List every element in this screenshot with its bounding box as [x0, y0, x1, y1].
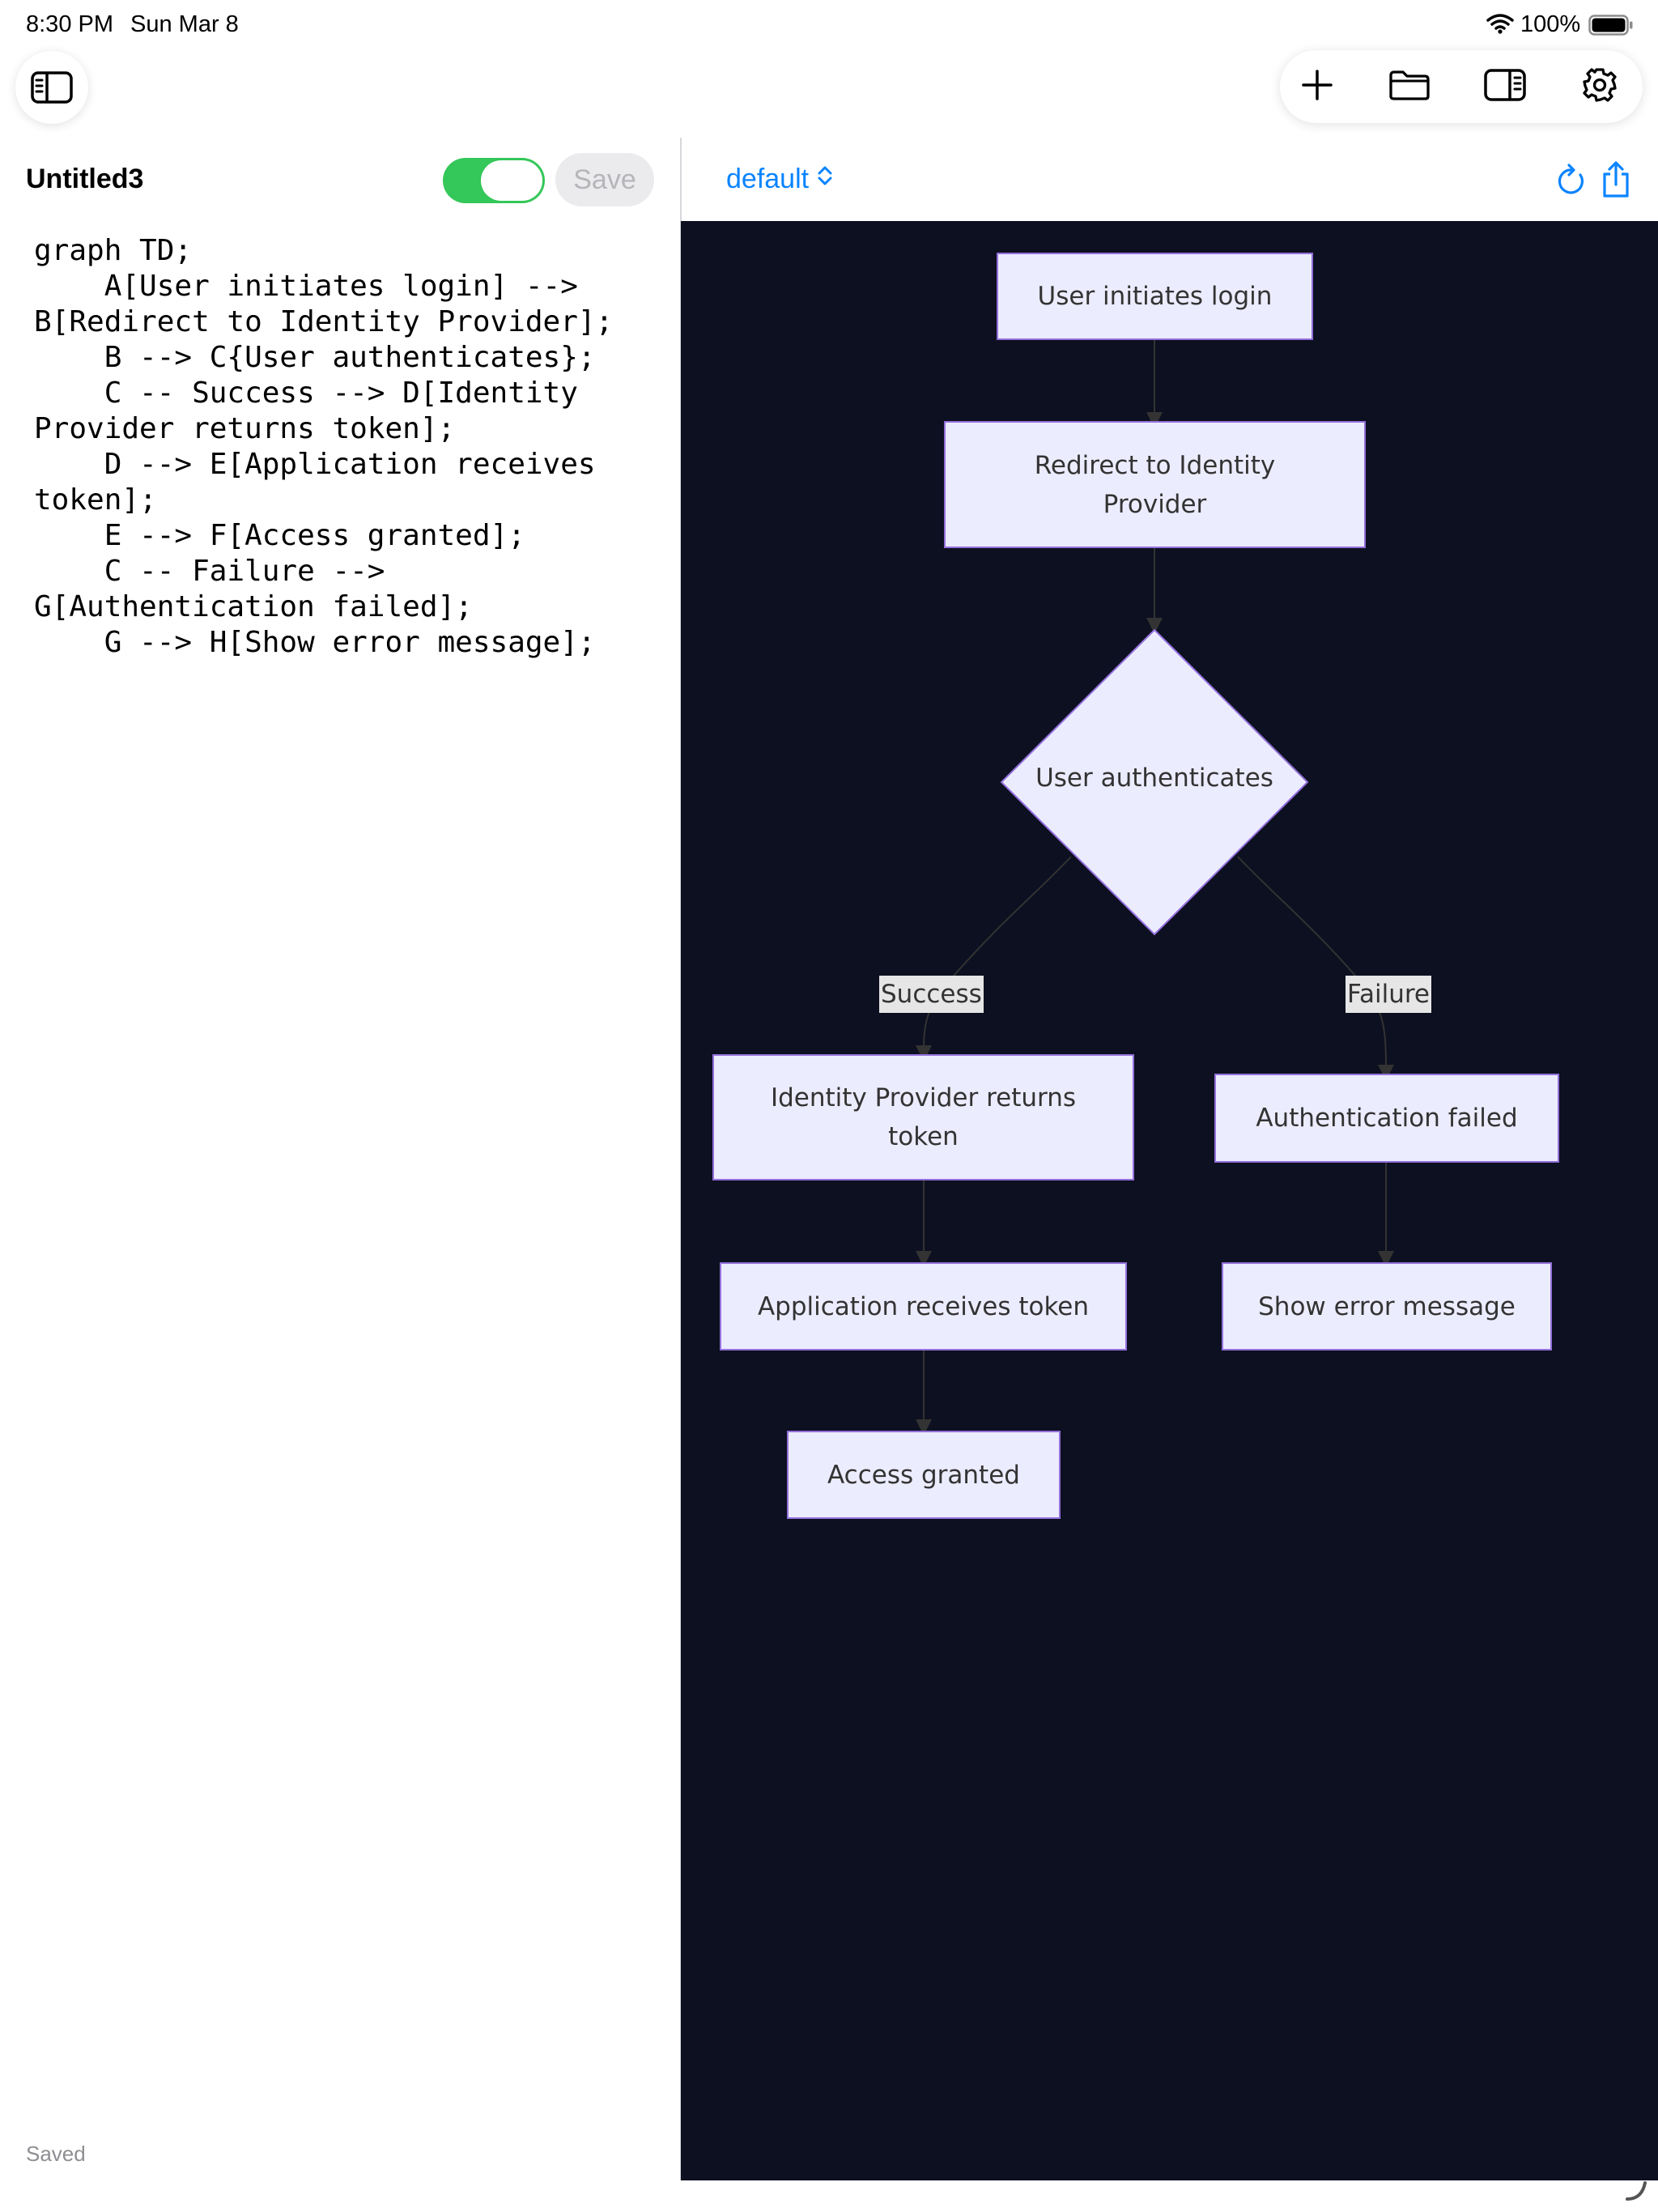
node-b: Redirect to Identity Provider [944, 421, 1366, 548]
folder-icon [1388, 69, 1431, 105]
node-h: Show error message [1222, 1262, 1552, 1351]
new-document-button[interactable] [1295, 57, 1339, 117]
share-button[interactable] [1600, 160, 1632, 199]
gear-icon [1581, 66, 1618, 108]
code-editor[interactable]: graph TD; A[User initiates login] --> B[… [34, 234, 614, 659]
chevron-up-down-icon [817, 164, 833, 195]
save-status: Saved [26, 2142, 86, 2166]
toggle-preview-button[interactable] [1482, 57, 1528, 117]
toolbar [1280, 50, 1643, 123]
node-d-line1: Identity Provider returns [770, 1083, 1077, 1112]
status-time: 8:30 PM [26, 11, 113, 37]
toggle-knob [481, 160, 542, 201]
node-d-line2: token [888, 1122, 959, 1151]
settings-button[interactable] [1577, 57, 1622, 117]
sidebar-right-icon [1484, 68, 1526, 105]
theme-selector-label: default [726, 164, 810, 194]
save-button[interactable]: Save [555, 153, 654, 206]
edge-c-g [1237, 856, 1394, 1081]
decision-diamond [1000, 628, 1309, 936]
diagram-preview[interactable]: User initiates login Redirect to Identit… [681, 221, 1658, 2180]
open-folder-button[interactable] [1386, 57, 1433, 117]
node-f: Access granted [787, 1431, 1061, 1519]
edge-label-success: Success [879, 976, 984, 1013]
node-b-line1: Redirect to Identity [1034, 450, 1276, 480]
live-preview-toggle[interactable] [443, 158, 545, 203]
resize-handle-icon[interactable] [1624, 2178, 1648, 2202]
theme-selector[interactable]: default [726, 164, 833, 195]
plus-icon [1301, 69, 1333, 105]
battery-icon [1588, 15, 1634, 36]
edge-label-failure: Failure [1346, 976, 1431, 1013]
battery-percent: 100% [1520, 11, 1581, 37]
sidebar-toggle-button[interactable] [15, 51, 88, 124]
refresh-icon [1556, 164, 1588, 202]
share-icon [1600, 161, 1632, 202]
edge-c-d [916, 856, 1072, 1061]
node-a: User initiates login [997, 253, 1313, 340]
node-b-line2: Provider [1103, 489, 1207, 519]
node-e: Application receives token [720, 1262, 1127, 1351]
node-c-label: User authenticates [1035, 764, 1273, 793]
node-g: Authentication failed [1214, 1074, 1559, 1163]
wifi-icon [1486, 13, 1514, 34]
node-d: Identity Provider returns token [712, 1054, 1134, 1180]
status-date: Sun Mar 8 [130, 11, 239, 37]
refresh-button[interactable] [1556, 164, 1588, 199]
sidebar-left-icon [31, 71, 73, 104]
document-title[interactable]: Untitled3 [26, 164, 144, 194]
